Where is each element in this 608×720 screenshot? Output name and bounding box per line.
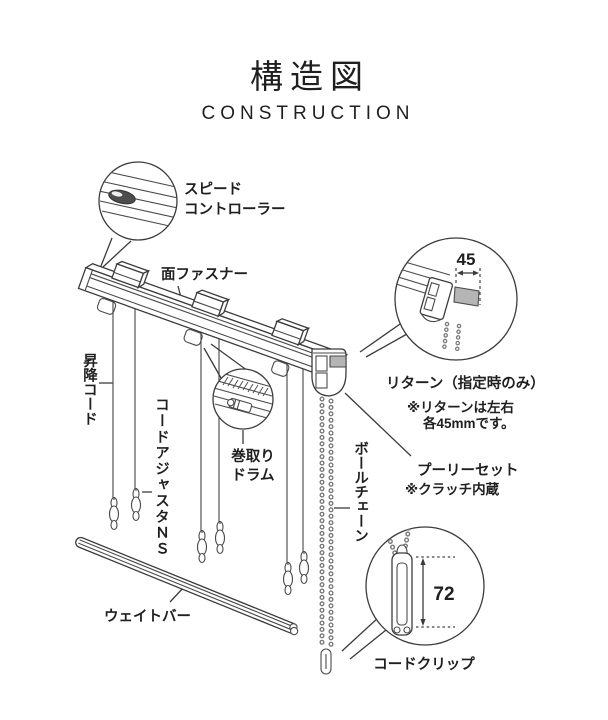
cord-guide-loop [271, 360, 290, 377]
label-speed-controller-line1: スピード [184, 181, 242, 198]
cord-adjuster-clip [298, 550, 310, 585]
page-title: 構造図 [250, 58, 370, 95]
mounting-bracket [111, 260, 151, 290]
cord-guide-loop [96, 297, 117, 315]
label-ball-chain: ボールチェーン [352, 441, 368, 543]
label-return-note-line1: ※リターンは左右 [407, 399, 514, 415]
pulley-unit [311, 348, 347, 397]
label-velcro: 面ファスナー [161, 266, 248, 283]
label-cord-adjuster: コードアジャスタＮＳ [153, 397, 169, 557]
label-winding-drum-line1: 巻取り [231, 447, 275, 465]
cord-adjuster-clip [130, 487, 142, 522]
return-unit [419, 277, 454, 323]
mounting-bracket [191, 289, 231, 318]
label-cord-clip: コードクリップ [373, 656, 475, 673]
headrail [77, 260, 349, 381]
cord-adjuster-clip [196, 529, 208, 564]
label-weight-bar: ウェイトバー [104, 608, 191, 625]
page-subtitle: CONSTRUCTION [201, 103, 414, 124]
detail-circle-cord-clip: 72 [341, 526, 485, 660]
cord-adjuster-clip [282, 561, 294, 596]
winding-drum [226, 397, 253, 413]
cord-adjuster-clip [214, 520, 226, 555]
detail-circle-return: 45 [359, 237, 518, 361]
label-pulley-note: ※クラッチ内蔵 [405, 481, 500, 497]
label-pulley-set: プーリーセット [417, 462, 519, 479]
return-tab [329, 355, 347, 368]
label-winding-drum-line2: ドラム [231, 468, 274, 484]
detail-circle-speed-controller [98, 161, 178, 268]
detail-circle-winding-drum [203, 343, 274, 444]
lifting-cords [112, 300, 304, 563]
mounting-bracket [271, 318, 311, 347]
label-return: リターン（指定時のみ） [386, 374, 545, 392]
cord-guide-loop [183, 328, 203, 346]
cord-clip-part [391, 544, 413, 636]
ball-chain [319, 396, 334, 675]
cord-adjuster-clip [108, 496, 120, 531]
label-speed-controller-line2: コントローラー [184, 202, 286, 218]
cord-adjuster-clips [108, 487, 310, 596]
label-lifting-cord: 昇降コード [81, 353, 97, 426]
return-tab-detail [453, 286, 480, 307]
weight-bar [75, 536, 299, 636]
label-return-note-line2: 各45mmです。 [422, 415, 515, 431]
dim-72: 72 [433, 584, 454, 605]
dim-45: 45 [457, 250, 476, 269]
